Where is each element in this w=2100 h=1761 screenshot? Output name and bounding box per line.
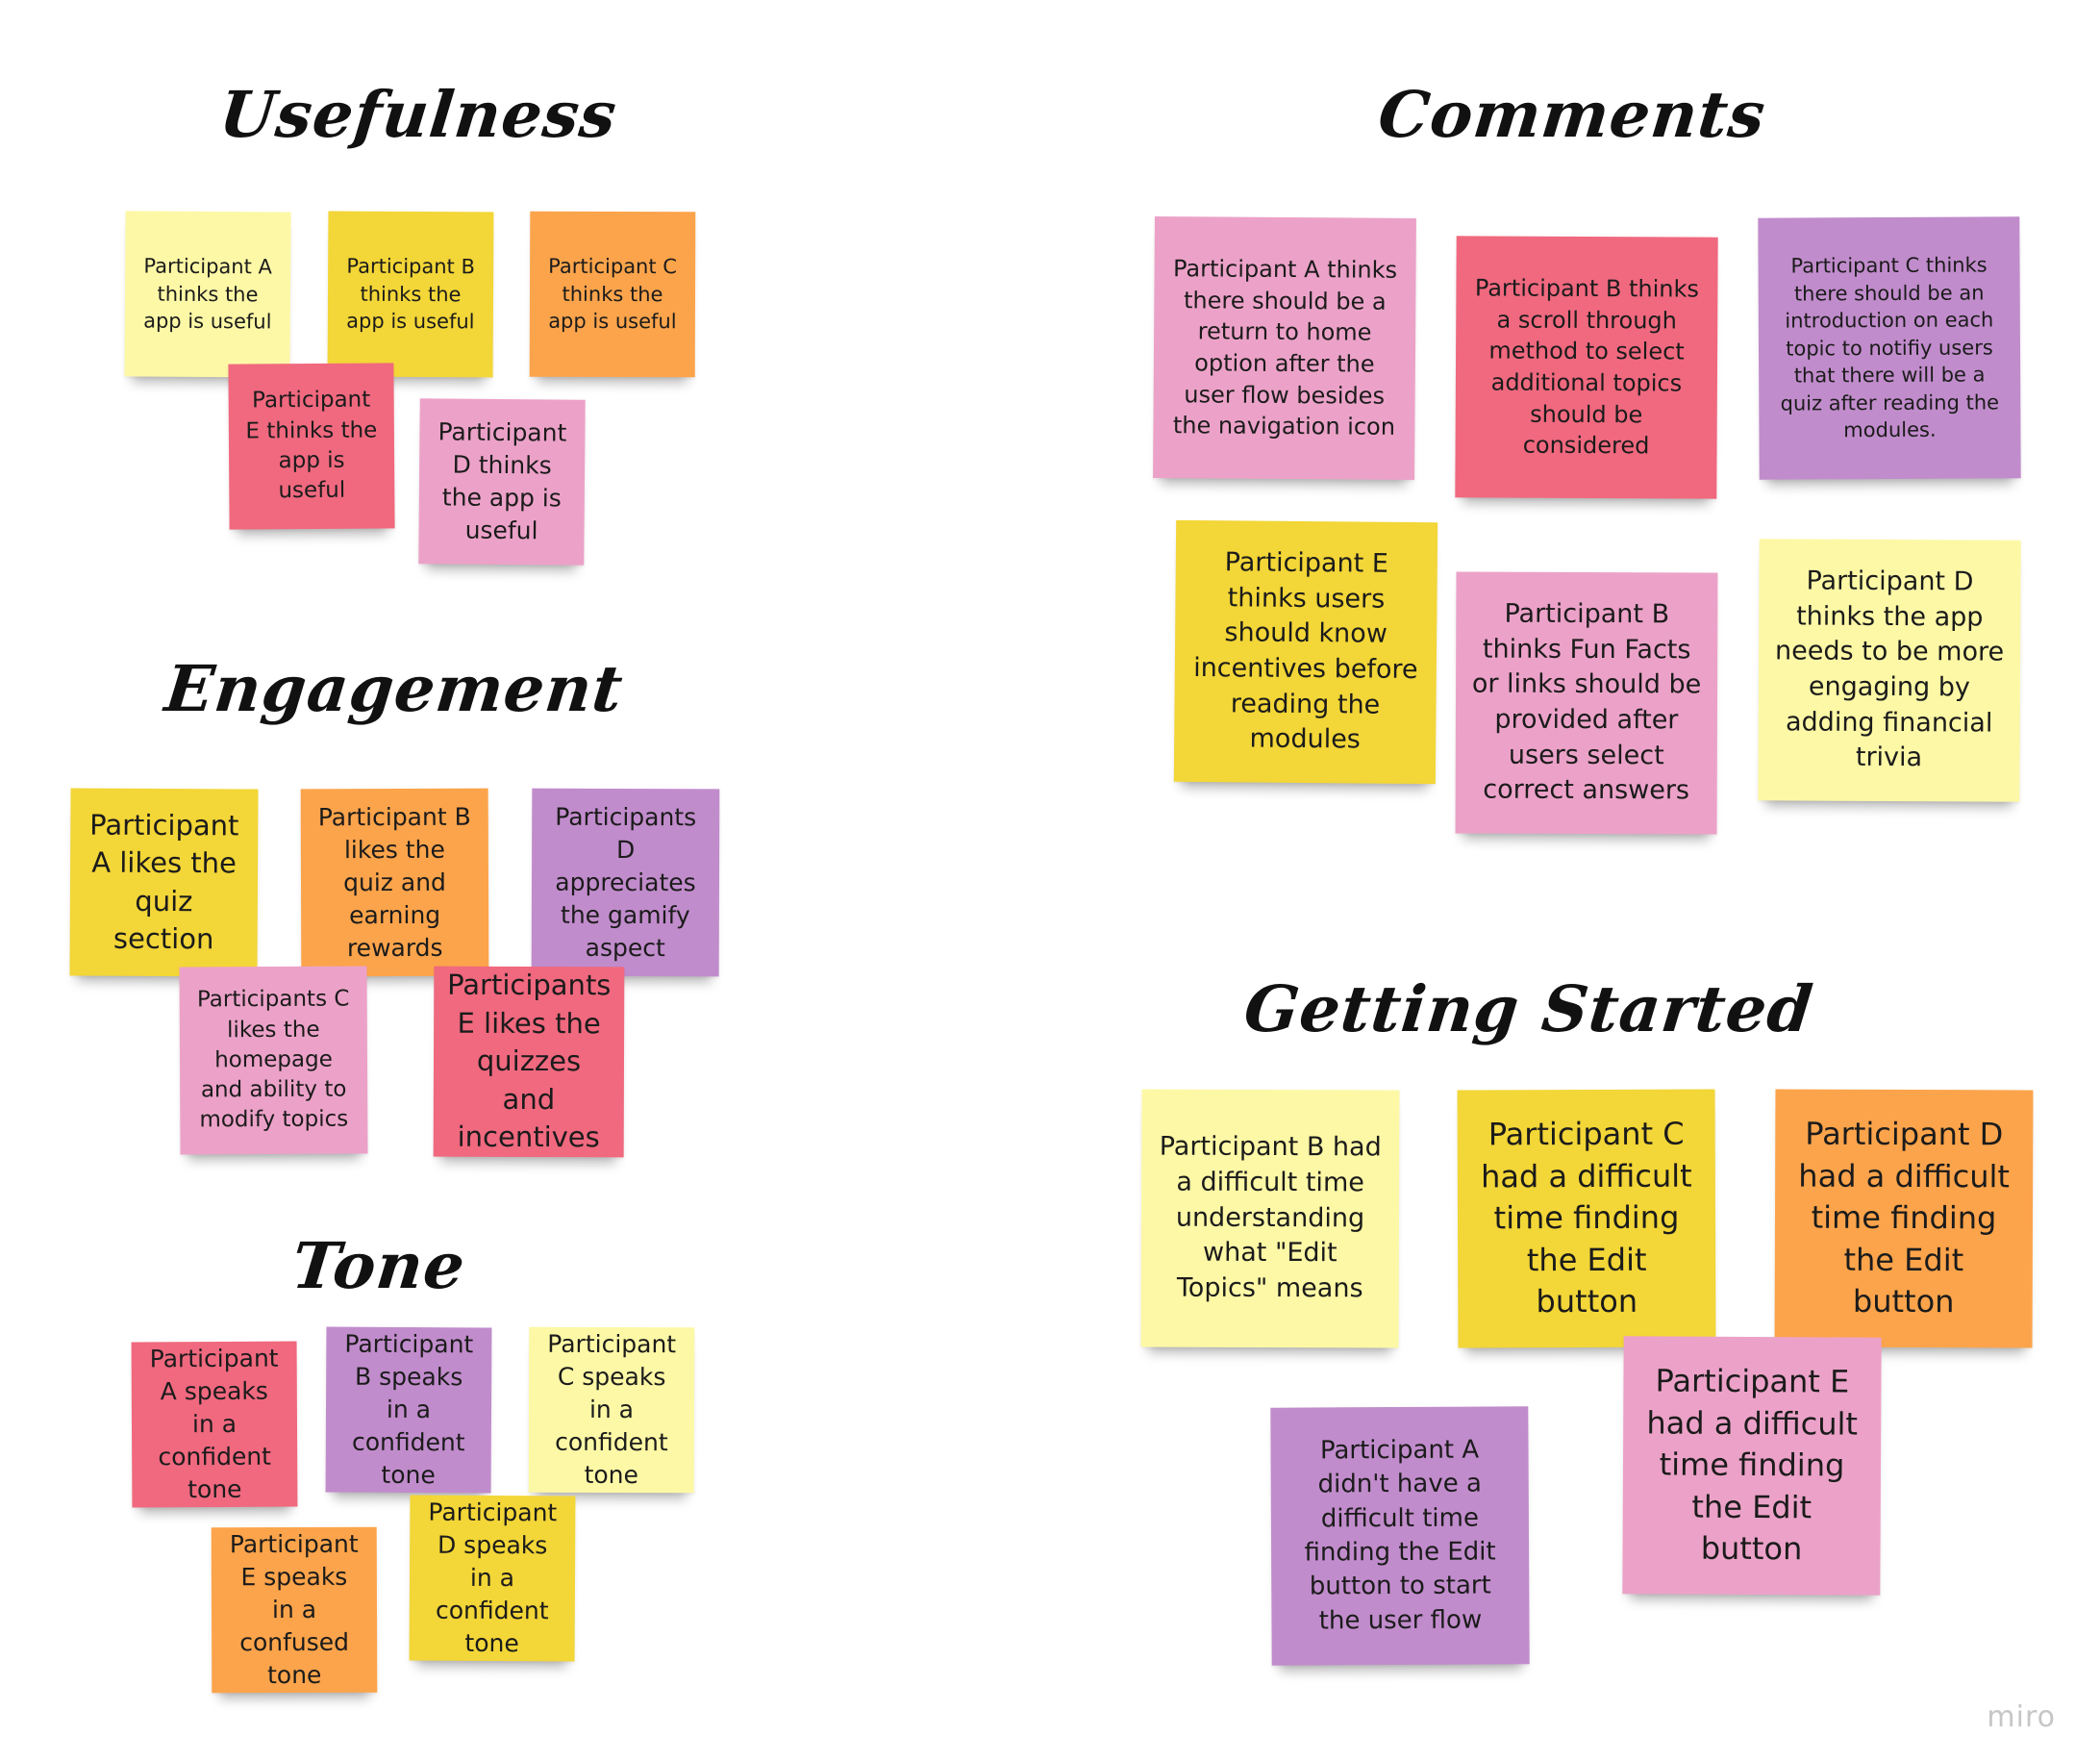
sticky-note-comments-c[interactable]: Participant C thinks there should be an … bbox=[1758, 216, 2021, 480]
sticky-note-text: Participant D had a difficult time findi… bbox=[1798, 1115, 2011, 1321]
sticky-note-getting-started-c[interactable]: Participant C had a difficult time findi… bbox=[1457, 1089, 1716, 1348]
sticky-note-engagement-b[interactable]: Participant B likes the quiz and earning… bbox=[300, 788, 489, 977]
sticky-note-usefulness-b[interactable]: Participant B thinks the app is useful bbox=[327, 211, 494, 378]
sticky-note-text: Participant C thinks there should be an … bbox=[1780, 253, 2000, 442]
sticky-note-tone-d[interactable]: Participant D speaks in a confident tone bbox=[409, 1495, 576, 1662]
sticky-note-engagement-e[interactable]: Participants E likes the quizzes and inc… bbox=[433, 966, 625, 1158]
sticky-note-comments-a[interactable]: Participant A thinks there should be a r… bbox=[1153, 216, 1416, 480]
sticky-note-text: Participant C speaks in a confident tone bbox=[547, 1329, 677, 1490]
sticky-note-text: Participant B likes the quiz and earning… bbox=[317, 802, 471, 962]
sticky-note-text: Participant A likes the quiz section bbox=[89, 808, 239, 956]
sticky-note-text: Participant D speaks in a confident tone bbox=[428, 1497, 558, 1658]
sticky-note-text: Participants D appreciates the gamify as… bbox=[555, 802, 697, 962]
sticky-note-text: Participant E speaks in a confused tone bbox=[229, 1529, 359, 1690]
sticky-note-text: Participant B thinks Fun Facts or links … bbox=[1471, 598, 1702, 806]
sticky-note-text: Participant B thinks the app is useful bbox=[346, 254, 475, 334]
sticky-note-text: Participant B speaks in a confident tone bbox=[344, 1329, 474, 1490]
sticky-note-tone-c[interactable]: Participant C speaks in a confident tone bbox=[528, 1326, 695, 1494]
sticky-note-text: Participant E thinks the app is useful bbox=[245, 388, 378, 504]
sticky-note-getting-started-d[interactable]: Participant D had a difficult time findi… bbox=[1774, 1089, 2034, 1348]
sticky-note-text: Participant B had a difficult time under… bbox=[1159, 1131, 1382, 1304]
sticky-note-text: Participant E thinks users should know i… bbox=[1193, 547, 1418, 755]
sticky-note-text: Participant B thinks a scroll through me… bbox=[1474, 274, 1700, 460]
sticky-note-engagement-a[interactable]: Participant A likes the quiz section bbox=[69, 788, 259, 977]
sticky-note-text: Participant A didn't have a difficult ti… bbox=[1304, 1435, 1496, 1636]
heading-usefulness: Usefulness bbox=[215, 77, 621, 152]
sticky-note-text: Participant A speaks in a confident tone bbox=[149, 1344, 279, 1504]
heading-comments: Comments bbox=[1374, 77, 1770, 152]
sticky-note-comments-b2[interactable]: Participant B thinks Fun Facts or links … bbox=[1455, 571, 1718, 835]
sticky-note-engagement-c[interactable]: Participants C likes the homepage and ab… bbox=[179, 966, 368, 1155]
sticky-note-usefulness-d[interactable]: Participant D thinks the app is useful bbox=[418, 398, 586, 566]
sticky-note-usefulness-e[interactable]: Participant E thinks the app is useful bbox=[228, 363, 395, 530]
heading-tone: Tone bbox=[288, 1228, 469, 1303]
sticky-note-text: Participant D thinks the app needs to be… bbox=[1774, 566, 2005, 773]
sticky-note-tone-e[interactable]: Participant E speaks in a confused tone bbox=[211, 1526, 378, 1694]
sticky-note-comments-e[interactable]: Participant E thinks users should know i… bbox=[1173, 519, 1438, 785]
sticky-note-text: Participant D thinks the app is useful bbox=[438, 417, 567, 545]
sticky-note-engagement-d[interactable]: Participants D appreciates the gamify as… bbox=[531, 788, 720, 977]
sticky-note-getting-started-a[interactable]: Participant A didn't have a difficult ti… bbox=[1270, 1406, 1530, 1666]
sticky-note-tone-b[interactable]: Participant B speaks in a confident tone bbox=[325, 1326, 492, 1494]
sticky-note-text: Participant A thinks the app is useful bbox=[143, 254, 273, 334]
sticky-note-getting-started-e[interactable]: Participant E had a difficult time findi… bbox=[1622, 1336, 1882, 1596]
sticky-note-text: Participant C thinks the app is useful bbox=[548, 254, 678, 334]
sticky-note-tone-a[interactable]: Participant A speaks in a confident tone bbox=[131, 1341, 298, 1508]
sticky-note-text: Participant E had a difficult time findi… bbox=[1646, 1362, 1859, 1568]
sticky-note-text: Participants C likes the homepage and ab… bbox=[196, 986, 350, 1133]
sticky-note-comments-b[interactable]: Participant B thinks a scroll through me… bbox=[1455, 236, 1718, 499]
sticky-note-usefulness-c[interactable]: Participant C thinks the app is useful bbox=[529, 211, 696, 378]
sticky-note-text: Participant C had a difficult time findi… bbox=[1480, 1115, 1692, 1321]
sticky-note-comments-d[interactable]: Participant D thinks the app needs to be… bbox=[1758, 539, 2021, 802]
sticky-note-text: Participant A thinks there should be a r… bbox=[1172, 255, 1398, 441]
heading-engagement: Engagement bbox=[162, 651, 627, 726]
heading-getting-started: Getting Started bbox=[1240, 971, 1817, 1046]
sticky-note-getting-started-b[interactable]: Participant B had a difficult time under… bbox=[1140, 1089, 1400, 1348]
sticky-note-usefulness-a[interactable]: Participant A thinks the app is useful bbox=[124, 211, 291, 378]
miro-watermark: miro bbox=[1987, 1700, 2056, 1734]
sticky-note-text: Participants E likes the quizzes and inc… bbox=[447, 969, 612, 1154]
